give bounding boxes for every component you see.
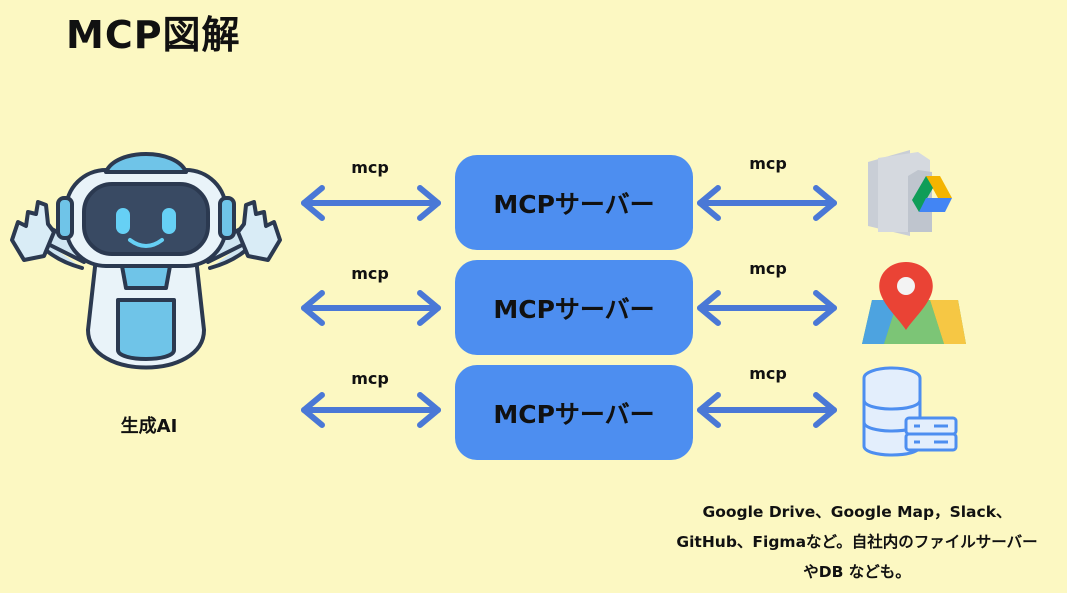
mcp-label-left-3: mcp (351, 369, 389, 388)
page-title: MCP図解 (66, 13, 241, 57)
arrow-server-tool-2 (697, 290, 837, 326)
arrow-ai-server-2 (301, 290, 441, 326)
mcp-server-3: MCPサーバー (455, 365, 693, 460)
mcp-label-right-1: mcp (749, 154, 787, 173)
arrow-ai-server-1 (301, 185, 441, 221)
mcp-server-1: MCPサーバー (455, 155, 693, 250)
arrow-ai-server-3 (301, 392, 441, 428)
database-server-icon (862, 366, 958, 457)
mcp-label-left-1: mcp (351, 158, 389, 177)
arrow-server-tool-3 (697, 392, 837, 428)
mcp-label-right-2: mcp (749, 259, 787, 278)
mcp-server-2: MCPサーバー (455, 260, 693, 355)
ai-label: 生成AI (120, 416, 178, 437)
google-drive-icon (868, 150, 952, 236)
arrow-server-tool-1 (697, 185, 837, 221)
mcp-label-left-2: mcp (351, 264, 389, 283)
map-pin-icon (862, 262, 966, 344)
mcp-label-right-3: mcp (749, 364, 787, 383)
tools-note: Google Drive、Google Map，Slack、GitHub、Fig… (676, 503, 1038, 581)
